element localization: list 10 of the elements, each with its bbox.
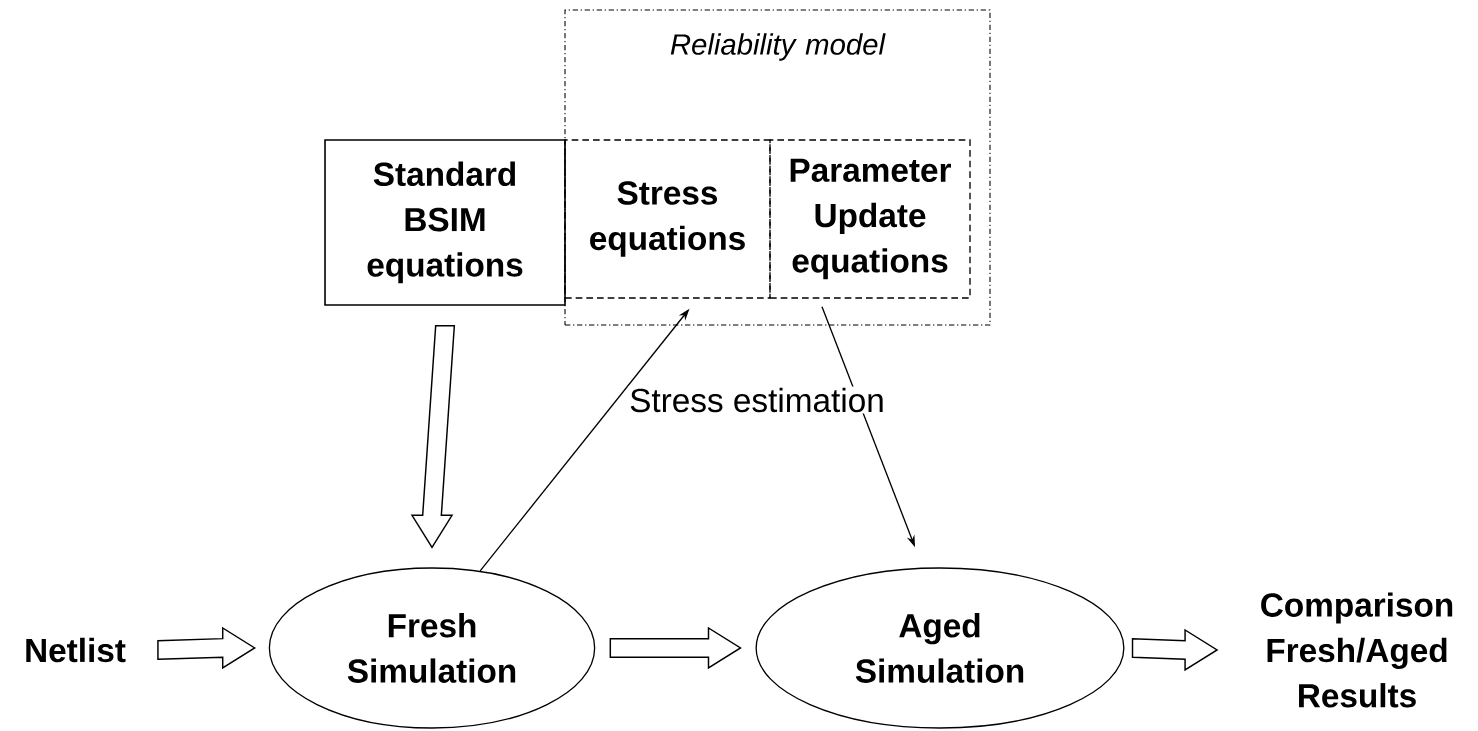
block-arrow	[410, 325, 456, 549]
dashed-box: Stress equations	[564, 139, 771, 299]
block-arrow	[157, 626, 257, 670]
block-arrow	[1131, 628, 1219, 672]
dashed-box: Parameter Update equations	[769, 139, 971, 299]
block-arrow	[609, 626, 742, 670]
node-text: Comparison Fresh/Aged Results	[1261, 592, 1453, 708]
process-box: Standard BSIM equations	[324, 139, 566, 306]
edge-label: Stress estimation	[627, 386, 887, 414]
node-text: Netlist	[26, 637, 126, 663]
